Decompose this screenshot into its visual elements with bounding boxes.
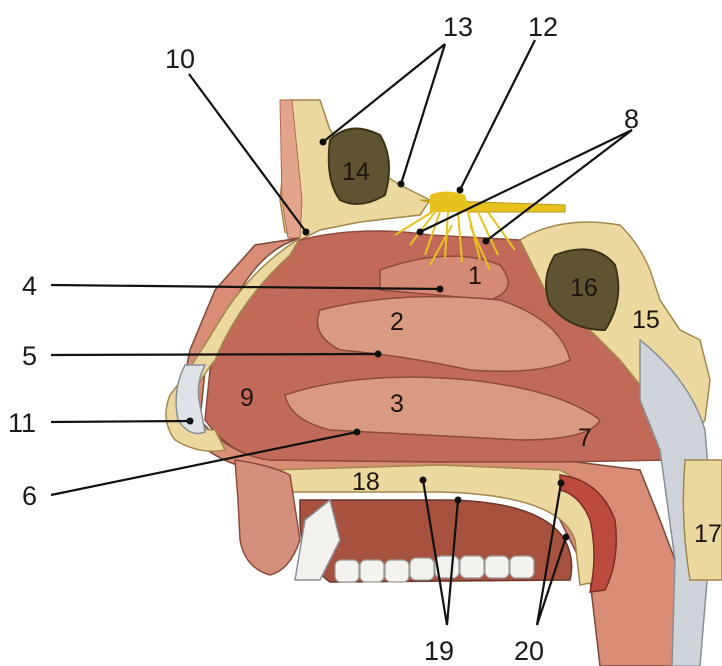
upper-lip	[235, 460, 300, 575]
label-2: 2	[390, 308, 404, 336]
label-9: 9	[240, 384, 254, 412]
label-17: 17	[694, 520, 722, 548]
label-15: 15	[632, 306, 660, 334]
label-19: 19	[424, 636, 454, 666]
label-8: 8	[624, 104, 639, 134]
label-20: 20	[514, 636, 544, 666]
label-11: 11	[8, 408, 36, 438]
label-6: 6	[22, 481, 37, 511]
label-13: 13	[443, 12, 473, 42]
label-14: 14	[342, 158, 370, 186]
label-12: 12	[528, 12, 558, 42]
label-1: 1	[468, 262, 482, 290]
label-16: 16	[570, 274, 598, 302]
label-7: 7	[578, 424, 592, 452]
label-3: 3	[390, 390, 404, 418]
label-5: 5	[22, 341, 37, 371]
label-4: 4	[22, 271, 37, 301]
label-10: 10	[165, 44, 195, 74]
label-18: 18	[352, 468, 380, 496]
